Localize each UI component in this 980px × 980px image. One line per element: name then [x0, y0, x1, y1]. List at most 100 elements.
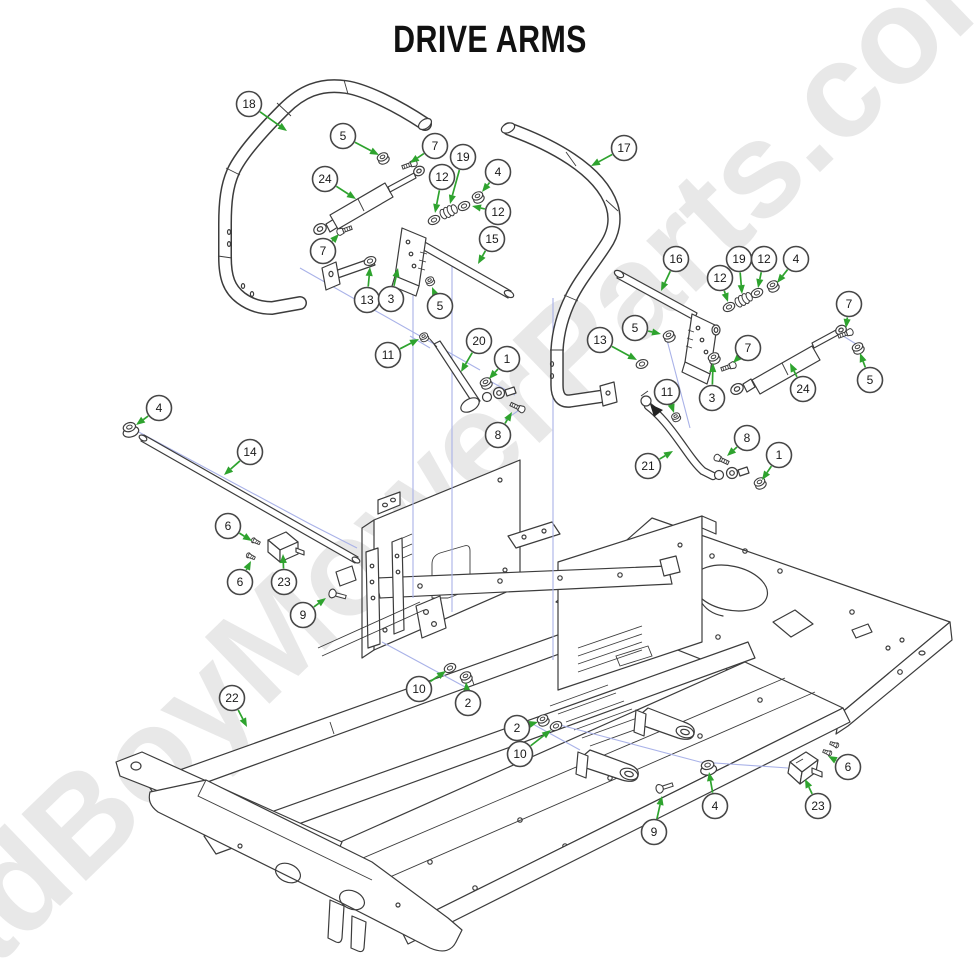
callout-circle[interactable]	[329, 122, 357, 150]
callout-circle[interactable]	[214, 512, 242, 540]
callout-circle[interactable]	[634, 452, 662, 480]
callout-circle[interactable]	[289, 601, 317, 629]
callout-number: 10	[513, 747, 527, 761]
callout-2[interactable]: 2	[503, 714, 539, 742]
callout-circle[interactable]	[309, 237, 337, 265]
callout-circle[interactable]	[374, 341, 402, 369]
callout-circle[interactable]	[484, 421, 512, 449]
callout-circle[interactable]	[804, 792, 832, 820]
callout-17[interactable]: 17	[591, 134, 638, 167]
callout-5[interactable]: 5	[329, 122, 380, 156]
callout-3[interactable]: 3	[698, 363, 726, 412]
callout-circle[interactable]	[701, 792, 729, 820]
callout-circle[interactable]	[503, 714, 531, 742]
callout-circle[interactable]	[145, 394, 173, 422]
callout-24[interactable]: 24	[311, 165, 357, 200]
callout-circle[interactable]	[377, 285, 405, 313]
callout-19[interactable]: 19	[448, 143, 477, 205]
callout-4[interactable]: 4	[136, 394, 173, 426]
callout-circle[interactable]	[236, 438, 264, 466]
callout-circle[interactable]	[218, 684, 246, 712]
callout-13[interactable]: 13	[586, 326, 638, 361]
callout-circle[interactable]	[765, 441, 793, 469]
callout-20[interactable]: 20	[461, 327, 493, 373]
callout-6[interactable]: 6	[226, 561, 254, 596]
callout-circle[interactable]	[484, 198, 512, 226]
callout-circle[interactable]	[428, 163, 456, 191]
callout-3[interactable]: 3	[377, 268, 405, 313]
callout-10[interactable]: 10	[405, 671, 447, 703]
callout-4[interactable]: 4	[777, 245, 810, 284]
callout-12[interactable]: 12	[428, 163, 456, 214]
callout-circle[interactable]	[610, 134, 638, 162]
callout-circle[interactable]	[405, 675, 433, 703]
callout-11[interactable]: 11	[653, 378, 681, 414]
callout-5[interactable]: 5	[856, 353, 884, 394]
callout-6[interactable]: 6	[214, 512, 253, 542]
callout-18[interactable]: 18	[235, 90, 288, 132]
callout-circle[interactable]	[835, 290, 863, 318]
callout-7[interactable]: 7	[733, 334, 762, 364]
callout-12[interactable]: 12	[472, 198, 512, 226]
callout-circle[interactable]	[698, 384, 726, 412]
callout-22[interactable]: 22	[218, 684, 248, 728]
leader-line	[435, 190, 441, 205]
callout-5[interactable]: 5	[426, 287, 454, 320]
callout-circle[interactable]	[586, 326, 614, 354]
callout-1[interactable]: 1	[489, 345, 521, 380]
callout-1[interactable]: 1	[762, 441, 793, 481]
callout-14[interactable]: 14	[224, 438, 264, 476]
callout-circle[interactable]	[421, 132, 449, 160]
callout-circle[interactable]	[465, 327, 493, 355]
callout-circle[interactable]	[653, 378, 681, 406]
callout-circle[interactable]	[733, 424, 761, 452]
callout-2[interactable]: 2	[454, 682, 482, 717]
callout-16[interactable]: 16	[661, 245, 690, 292]
callout-circle[interactable]	[506, 740, 534, 768]
callout-21[interactable]: 21	[634, 451, 674, 480]
callout-5[interactable]: 5	[621, 314, 662, 342]
callout-circle[interactable]	[426, 292, 454, 320]
callout-circle[interactable]	[270, 568, 298, 596]
callout-9[interactable]: 9	[289, 598, 327, 629]
callout-circle[interactable]	[493, 345, 521, 373]
callout-circle[interactable]	[621, 314, 649, 342]
callout-7[interactable]: 7	[835, 290, 863, 329]
callout-circle[interactable]	[484, 158, 512, 186]
callout-circle[interactable]	[226, 568, 254, 596]
callout-circle[interactable]	[235, 90, 263, 118]
callout-11[interactable]: 11	[374, 339, 420, 369]
callout-4[interactable]: 4	[701, 772, 729, 820]
leader-arrowhead-icon	[667, 403, 675, 413]
callout-circle[interactable]	[782, 245, 810, 273]
callout-8[interactable]: 8	[484, 412, 513, 449]
callout-9[interactable]: 9	[640, 796, 668, 846]
callout-circle[interactable]	[449, 143, 477, 171]
callout-circle[interactable]	[789, 375, 817, 403]
callout-6[interactable]: 6	[828, 753, 862, 781]
callout-circle[interactable]	[750, 245, 778, 273]
callout-4[interactable]: 4	[482, 158, 512, 193]
callout-19[interactable]: 19	[725, 245, 753, 295]
callout-circle[interactable]	[734, 334, 762, 362]
callout-15[interactable]: 15	[478, 225, 506, 265]
callout-circle[interactable]	[856, 366, 884, 394]
callout-24[interactable]: 24	[789, 363, 817, 403]
callout-7[interactable]: 7	[410, 132, 449, 164]
callout-8[interactable]: 8	[727, 424, 761, 457]
callout-12[interactable]: 12	[750, 245, 778, 289]
callout-circle[interactable]	[478, 225, 506, 253]
callout-13[interactable]: 13	[353, 267, 381, 314]
callout-circle[interactable]	[706, 264, 734, 292]
callout-7[interactable]: 7	[309, 234, 340, 265]
callout-12[interactable]: 12	[706, 264, 734, 303]
callout-circle[interactable]	[311, 165, 339, 193]
leader-arrowhead-icon	[277, 122, 287, 131]
callout-23[interactable]: 23	[804, 779, 832, 820]
callout-circle[interactable]	[454, 689, 482, 717]
callout-circle[interactable]	[640, 818, 668, 846]
callout-circle[interactable]	[834, 753, 862, 781]
callout-10[interactable]: 10	[506, 730, 552, 768]
callout-circle[interactable]	[662, 245, 690, 273]
callout-23[interactable]: 23	[270, 554, 298, 596]
